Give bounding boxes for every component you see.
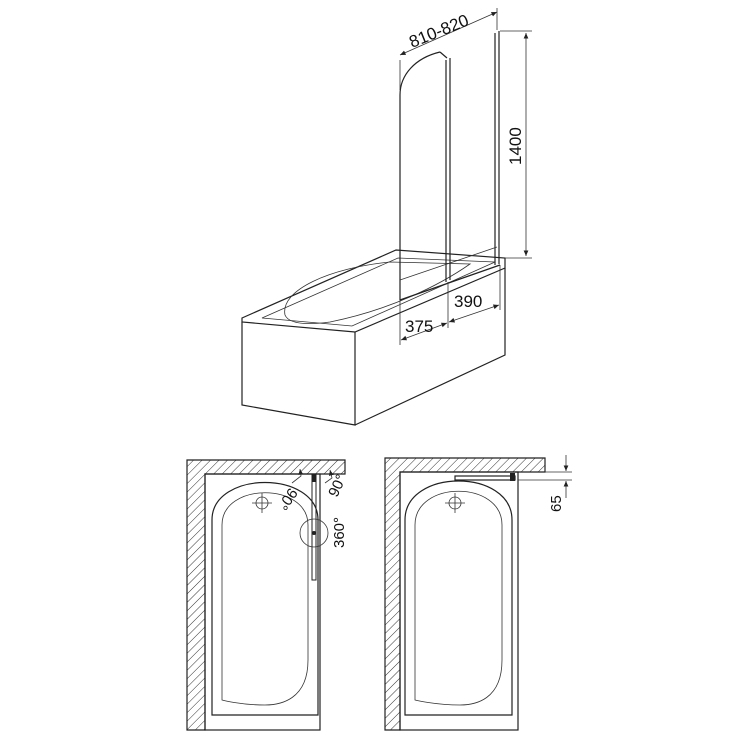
- height-dimension: 1400: [500, 30, 532, 259]
- drain-icon: [252, 493, 272, 513]
- bath-screen-isometric: [399, 31, 501, 301]
- rotation-label: 360°: [331, 517, 348, 548]
- bathtub-isometric: [241, 249, 506, 426]
- panel1-label: 375: [405, 317, 433, 336]
- offset-label: 65: [548, 495, 565, 512]
- width-label: 810-820: [406, 11, 471, 52]
- drain-icon: [445, 493, 465, 513]
- plan-view-swing: 90° 90° 360°: [186, 459, 350, 731]
- angle-right-label: 90°: [325, 472, 350, 500]
- panel-width-dimensions: 375 390: [399, 265, 501, 345]
- plan-view-fixed: 65: [384, 455, 572, 731]
- width-dimension: 810-820: [399, 8, 498, 90]
- height-label: 1400: [506, 127, 525, 165]
- panel2-label: 390: [454, 292, 482, 311]
